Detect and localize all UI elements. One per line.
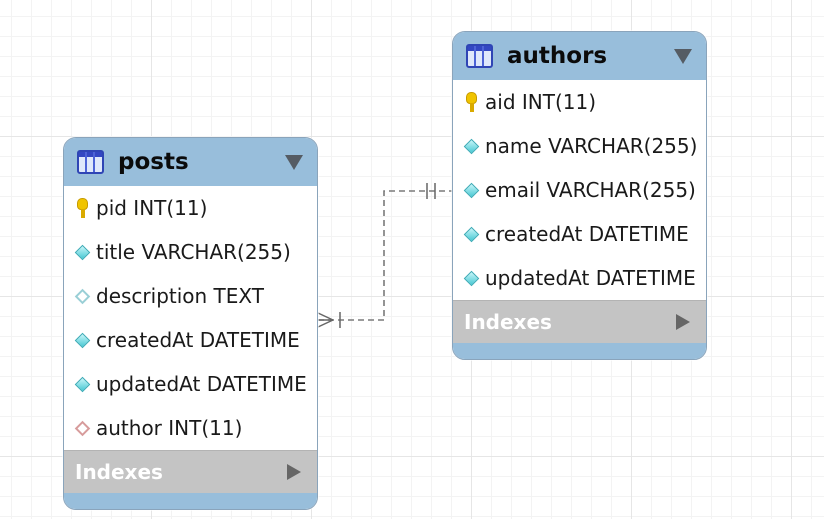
column-label: pid INT(11) [96,196,208,220]
not-null-column-icon [73,373,91,395]
column-label: name VARCHAR(255) [485,134,698,158]
primary-key-icon [73,197,91,219]
column-row[interactable]: pid INT(11) [64,186,317,230]
authors-column-list: aid INT(11) name VARCHAR(255) email VARC… [453,80,706,300]
indexes-label: Indexes [464,310,552,334]
column-label: title VARCHAR(255) [96,240,291,264]
column-label: createdAt DATETIME [96,328,300,352]
collapse-arrow-icon[interactable] [285,155,303,170]
foreign-key-icon [73,417,91,439]
column-row[interactable]: email VARCHAR(255) [453,168,706,212]
not-null-column-icon [73,329,91,351]
authors-table-title: authors [507,43,608,69]
table-footer [64,493,317,509]
column-label: createdAt DATETIME [485,222,689,246]
primary-key-icon [462,91,480,113]
column-row[interactable]: title VARCHAR(255) [64,230,317,274]
relationship-line [318,190,452,321]
posts-table[interactable]: posts pid INT(11) title VARCHAR(255) des… [63,137,318,510]
column-label: author INT(11) [96,416,243,440]
not-null-column-icon [462,267,480,289]
expand-arrow-icon[interactable] [287,464,301,480]
column-row[interactable]: author INT(11) [64,406,317,450]
posts-table-title: posts [118,149,189,175]
column-label: aid INT(11) [485,90,596,114]
authors-indexes-section[interactable]: Indexes [453,300,706,343]
nullable-column-icon [73,285,91,307]
column-row[interactable]: createdAt DATETIME [64,318,317,362]
column-label: email VARCHAR(255) [485,178,696,202]
not-null-column-icon [462,223,480,245]
column-row[interactable]: description TEXT [64,274,317,318]
authors-table[interactable]: authors aid INT(11) name VARCHAR(255) em… [452,31,707,360]
column-row[interactable]: aid INT(11) [453,80,706,124]
one-mandatory-marker [426,183,436,199]
not-null-column-icon [462,179,480,201]
column-row[interactable]: name VARCHAR(255) [453,124,706,168]
table-footer [453,343,706,359]
many-crowsfoot-marker [317,312,341,328]
column-row[interactable]: updatedAt DATETIME [453,256,706,300]
authors-table-header[interactable]: authors [453,32,706,80]
column-label: updatedAt DATETIME [96,372,307,396]
column-label: updatedAt DATETIME [485,266,696,290]
collapse-arrow-icon[interactable] [674,49,692,64]
not-null-column-icon [462,135,480,157]
column-row[interactable]: updatedAt DATETIME [64,362,317,406]
column-label: description TEXT [96,284,264,308]
posts-indexes-section[interactable]: Indexes [64,450,317,493]
expand-arrow-icon[interactable] [676,314,690,330]
table-icon [77,150,104,174]
column-row[interactable]: createdAt DATETIME [453,212,706,256]
posts-table-header[interactable]: posts [64,138,317,186]
posts-column-list: pid INT(11) title VARCHAR(255) descripti… [64,186,317,450]
indexes-label: Indexes [75,460,163,484]
not-null-column-icon [73,241,91,263]
table-icon [466,44,493,68]
